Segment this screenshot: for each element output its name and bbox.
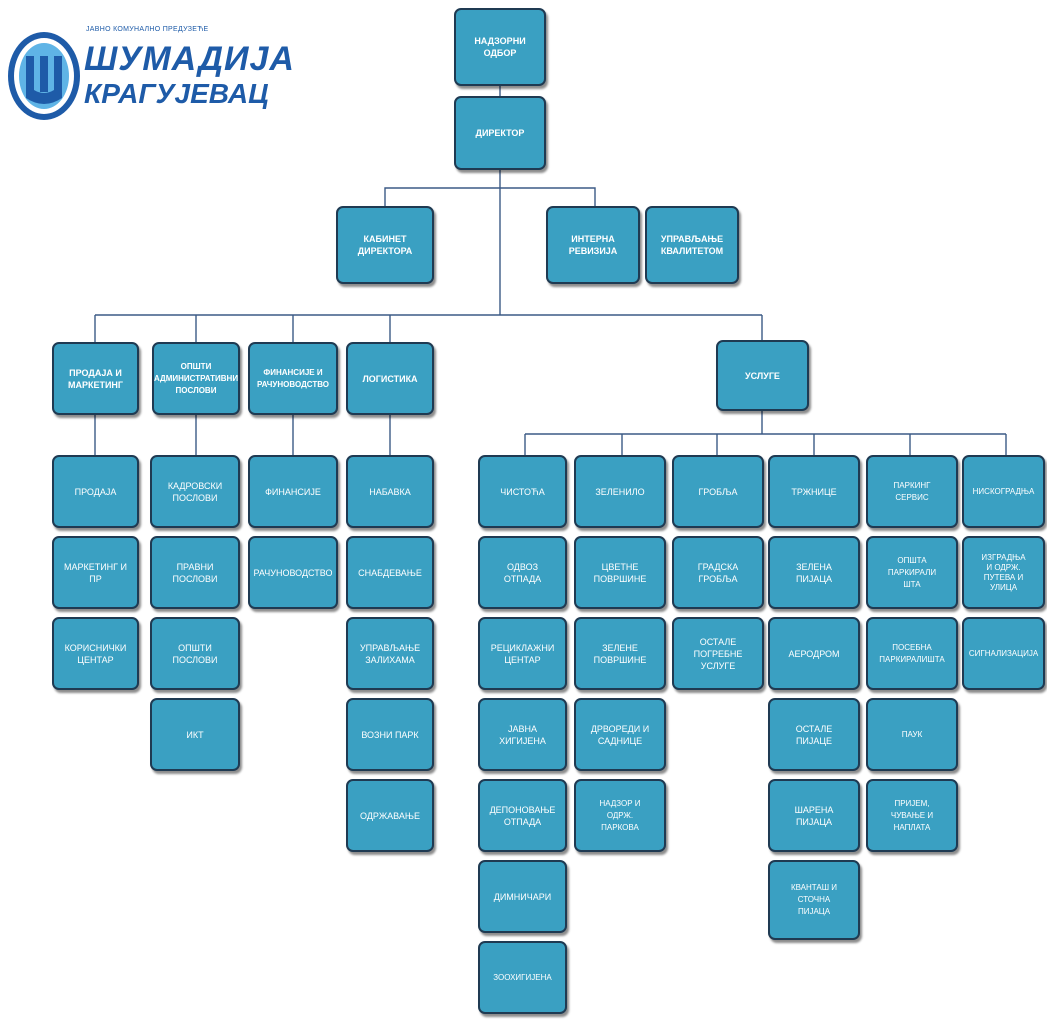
company-logo: ЈАВНО КОМУНАЛНО ПРЕДУЗЕЋЕ ШУМАДИЈА КРАГУ… bbox=[4, 18, 294, 138]
node-services: УСЛУГЕ bbox=[716, 340, 809, 411]
node-logistics: ЛОГИСТИКА bbox=[346, 342, 434, 415]
node-city-cemetery: ГРАДСКА ГРОБЉА bbox=[672, 536, 764, 609]
node-quality-management: УПРАВЉАЊЕ КВАЛИТЕТОМ bbox=[645, 206, 739, 284]
node-green-market: ЗЕЛЕНА ПИЈАЦА bbox=[768, 536, 860, 609]
node-public-hygiene: ЈАВНА ХИГИЈЕНА bbox=[478, 698, 567, 771]
node-reception-storage: ПРИЈЕМ, ЧУВАЊЕ И НАПЛАТА bbox=[866, 779, 958, 852]
node-special-parking: ПОСЕБНА ПАРКИРАЛИШТА bbox=[866, 617, 958, 690]
node-general-affairs-sub: ОПШТИ ПОСЛОВИ bbox=[150, 617, 240, 690]
node-parking-service: ПАРКИНГ СЕРВИС bbox=[866, 455, 958, 528]
node-livestock-market: КВАНТАШ И СТОЧНА ПИЈАЦА bbox=[768, 860, 860, 940]
node-hr-affairs: КАДРОВСКИ ПОСЛОВИ bbox=[150, 455, 240, 528]
node-zoohygiene: ЗООХИГИЈЕНА bbox=[478, 941, 567, 1014]
node-director: ДИРЕКТОР bbox=[454, 96, 546, 170]
node-cleaning: ЧИСТОЋА bbox=[478, 455, 567, 528]
node-green-areas: ЗЕЛЕНЕ ПОВРШИНЕ bbox=[574, 617, 666, 690]
logo-subtitle: КРАГУЈЕВАЦ bbox=[84, 78, 269, 109]
node-supply: СНАБДЕВАЊЕ bbox=[346, 536, 434, 609]
node-general-affairs: ОПШТИ АДМИНИСТРАТИВНИ ПОСЛОВИ bbox=[152, 342, 240, 415]
node-finance-accounting: ФИНАНСИЈЕ И РАЧУНОВОДСТВО bbox=[248, 342, 338, 415]
node-tree-lines: ДРВОРЕДИ И САДНИЦЕ bbox=[574, 698, 666, 771]
logo-caption: ЈАВНО КОМУНАЛНО ПРЕДУЗЕЋЕ bbox=[86, 26, 209, 33]
node-finance: ФИНАНСИЈЕ bbox=[248, 455, 338, 528]
node-other-markets: ОСТАЛЕ ПИЈАЦЕ bbox=[768, 698, 860, 771]
logo-title: ШУМАДИЈА bbox=[84, 40, 295, 78]
node-vehicle-fleet: ВОЗНИ ПАРК bbox=[346, 698, 434, 771]
node-cemeteries: ГРОБЉА bbox=[672, 455, 764, 528]
node-flower-areas: ЦВЕТНЕ ПОВРШИНЕ bbox=[574, 536, 666, 609]
node-internal-audit: ИНТЕРНА РЕВИЗИЈА bbox=[546, 206, 640, 284]
shumadija-logo-emblem bbox=[8, 32, 80, 120]
node-accounting: РАЧУНОВОДСТВО bbox=[248, 536, 338, 609]
node-ict: ИКТ bbox=[150, 698, 240, 771]
node-tow-truck: ПАУК bbox=[866, 698, 958, 771]
node-legal-affairs: ПРАВНИ ПОСЛОВИ bbox=[150, 536, 240, 609]
node-low-construction: НИСКОГРАДЊА bbox=[962, 455, 1045, 528]
node-maintenance: ОДРЖАВАЊЕ bbox=[346, 779, 434, 852]
node-road-construction: ИЗГРАДЊА И ОДРЖ. ПУТЕВА И УЛИЦА bbox=[962, 536, 1045, 609]
node-sales-marketing: ПРОДАЈА И МАРКЕТИНГ bbox=[52, 342, 139, 415]
node-inventory: УПРАВЉАЊЕ ЗАЛИХАМА bbox=[346, 617, 434, 690]
node-aerodrom: АЕРОДРОМ bbox=[768, 617, 860, 690]
node-greenery: ЗЕЛЕНИЛО bbox=[574, 455, 666, 528]
node-procurement: НАБАВКА bbox=[346, 455, 434, 528]
node-marketing-pr: МАРКЕТИНГ И ПР bbox=[52, 536, 139, 609]
node-markets: ТРЖНИЦЕ bbox=[768, 455, 860, 528]
node-supervisory-board: НАДЗОРНИ ОДБОР bbox=[454, 8, 546, 86]
node-director-cabinet: КАБИНЕТ ДИРЕКТОРА bbox=[336, 206, 434, 284]
node-park-supervision: НАДЗОР И ОДРЖ. ПАРКОВА bbox=[574, 779, 666, 852]
node-flea-market: ШАРЕНА ПИЈАЦА bbox=[768, 779, 860, 852]
node-other-funeral: ОСТАЛЕ ПОГРЕБНЕ УСЛУГЕ bbox=[672, 617, 764, 690]
node-waste-deposit: ДЕПОНОВАЊЕ ОТПАДА bbox=[478, 779, 567, 852]
node-chimney-sweeps: ДИМНИЧАРИ bbox=[478, 860, 567, 933]
node-sales: ПРОДАЈА bbox=[52, 455, 139, 528]
node-waste-removal: ОДВОЗ ОТПАДА bbox=[478, 536, 567, 609]
node-signalization: СИГНАЛИЗАЦИЈА bbox=[962, 617, 1045, 690]
node-recycling-center: РЕЦИКЛАЖНИ ЦЕНТАР bbox=[478, 617, 567, 690]
node-user-center: КОРИСНИЧКИ ЦЕНТАР bbox=[52, 617, 139, 690]
node-general-parking: ОПШТА ПАРКИРАЛИ ШТА bbox=[866, 536, 958, 609]
